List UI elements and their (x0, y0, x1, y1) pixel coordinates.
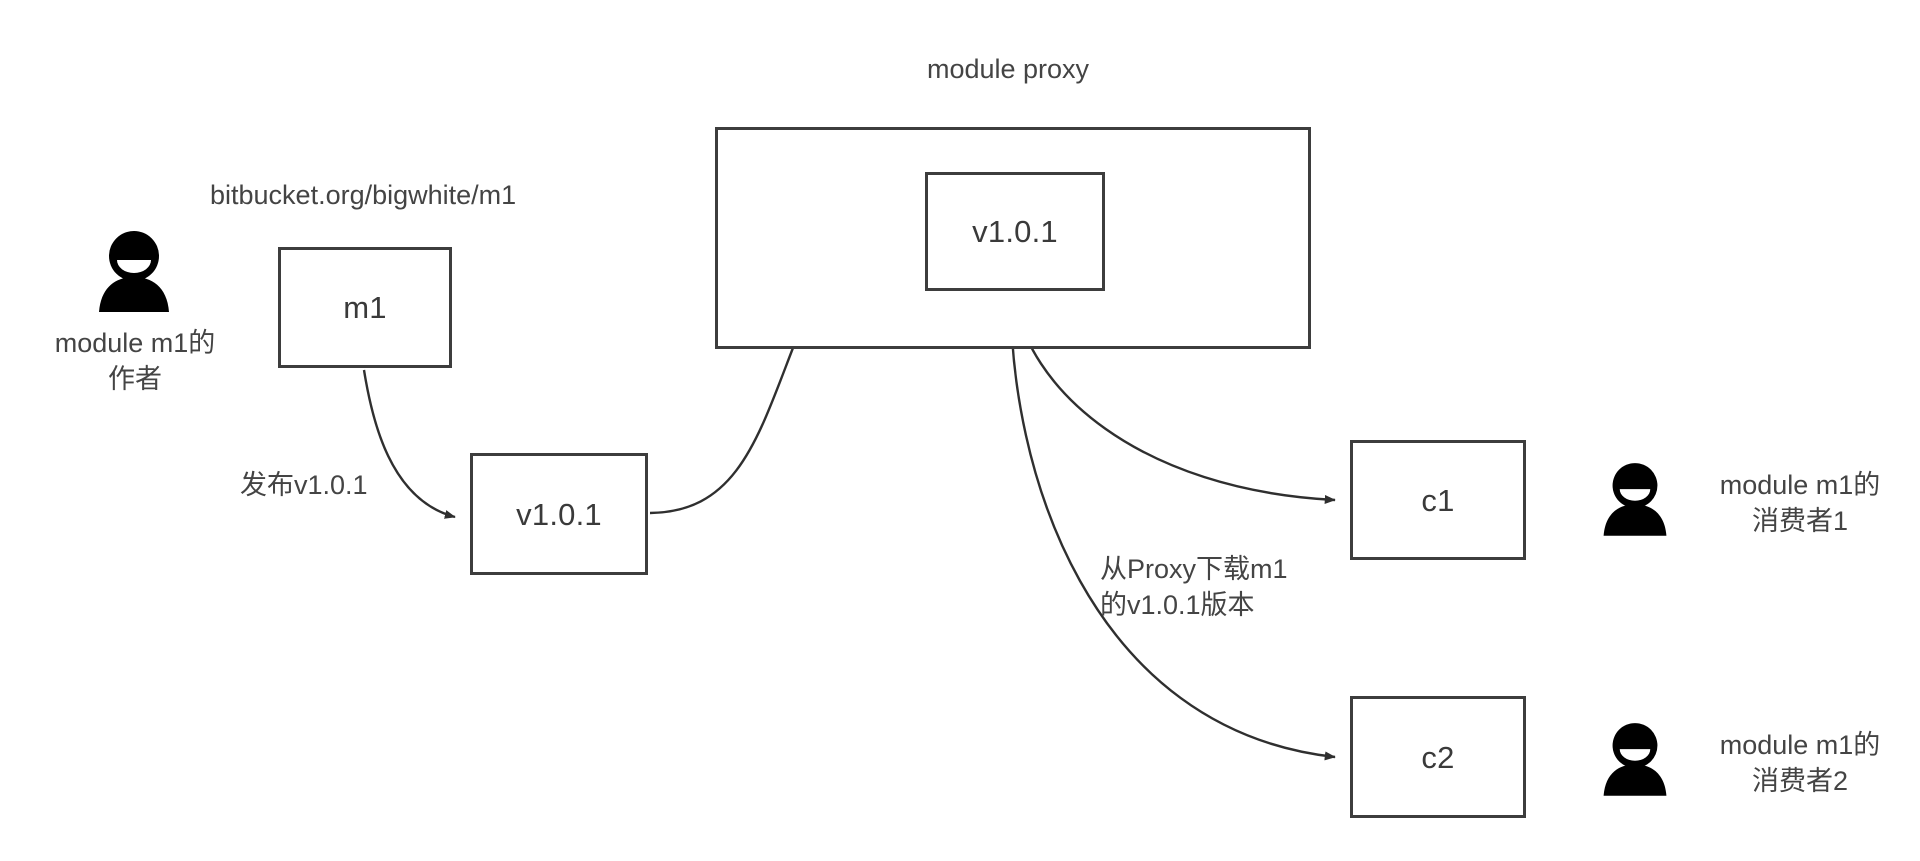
node-c1-label: c1 (1421, 482, 1455, 518)
node-proxy-version-label: v1.0.1 (972, 214, 1058, 249)
consumer1-caption: module m1的 消费者1 (1719, 470, 1881, 536)
consumer2-person-glyph (1603, 723, 1667, 796)
edge-proxy-to-c2 (1009, 289, 1336, 761)
author-person-glyph (99, 231, 169, 312)
node-local-version[interactable]: v1.0.1 (470, 453, 648, 575)
author-caption: module m1的 作者 (54, 328, 216, 394)
node-m1-label: m1 (343, 290, 387, 325)
consumer2-caption: module m1的 消费者2 (1719, 730, 1881, 796)
node-c2-label: c2 (1421, 739, 1455, 775)
node-local-version-label: v1.0.1 (516, 496, 602, 532)
node-c1[interactable]: c1 (1350, 440, 1526, 560)
publish-edge-label: 发布v1.0.1 (240, 470, 368, 500)
repo-url-label: bitbucket.org/bigwhite/m1 (210, 180, 517, 210)
person-icon (95, 230, 173, 317)
person-icon (1600, 722, 1670, 801)
node-m1[interactable]: m1 (278, 247, 452, 368)
node-c2[interactable]: c2 (1350, 696, 1526, 818)
download-edge-label: 从Proxy下载m1 的v1.0.1版本 (1100, 554, 1288, 620)
node-proxy-version[interactable]: v1.0.1 (925, 172, 1105, 291)
module-proxy-title: module proxy (926, 54, 1090, 84)
consumer1-person-glyph (1603, 463, 1667, 536)
person-icon (1600, 462, 1670, 541)
